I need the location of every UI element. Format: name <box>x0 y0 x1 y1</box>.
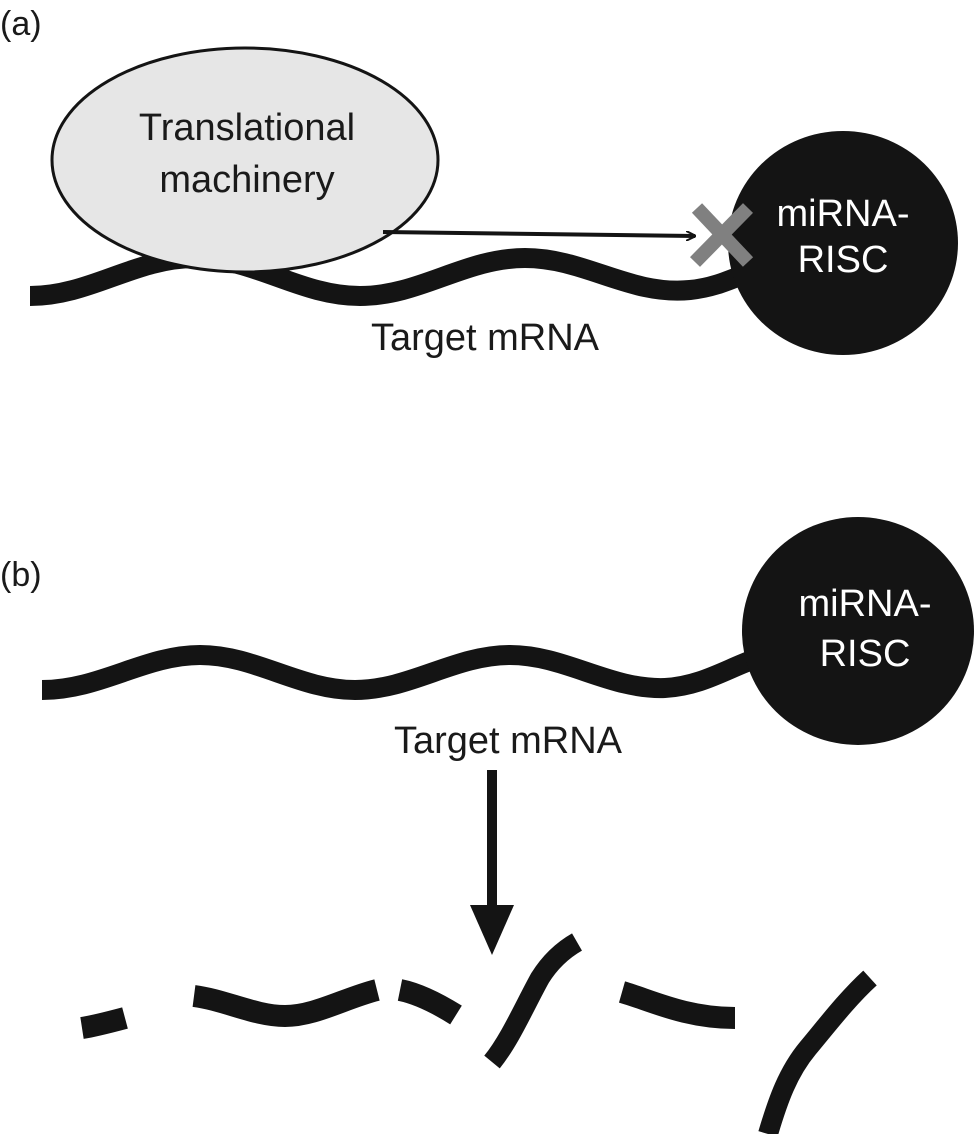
mrna-fragment <box>397 979 462 1025</box>
panel-a-risc-circle <box>728 131 958 355</box>
mrna-fragment <box>618 981 736 1029</box>
translational-machinery-ellipse <box>50 46 440 274</box>
mrna-fragment <box>484 933 583 1069</box>
mrna-fragment <box>80 1007 128 1039</box>
panel-b: (b) miRNA- RISC Target mRNA <box>0 517 974 1134</box>
panel-b-mrna-label: Target mRNA <box>394 720 623 762</box>
degraded-mrna-fragments <box>80 933 877 1134</box>
panel-a-label: (a) <box>0 5 42 43</box>
panel-a-mrna-label: Target mRNA <box>371 317 600 359</box>
panel-b-mrna-strand <box>41 644 756 701</box>
machinery-label-line1: Translational <box>139 107 355 149</box>
panel-a: (a) Translational machinery miRNA- RISC … <box>0 5 958 359</box>
panel-b-risc-label-line1: miRNA- <box>799 583 932 625</box>
machinery-arrow <box>382 230 695 236</box>
mrna-fragment <box>758 970 877 1134</box>
panel-b-label: (b) <box>0 556 42 594</box>
mrna-fragment <box>192 979 380 1028</box>
panel-b-risc-circle <box>742 517 974 745</box>
block-x-icon <box>690 203 754 267</box>
panel-b-risc-label-line2: RISC <box>820 633 911 675</box>
degradation-arrow <box>470 770 514 955</box>
panel-a-risc-label-line1: miRNA- <box>777 193 910 235</box>
panel-a-mrna-strand <box>29 247 744 307</box>
panel-a-risc-label-line2: RISC <box>798 239 889 281</box>
machinery-label-line2: machinery <box>159 159 334 201</box>
